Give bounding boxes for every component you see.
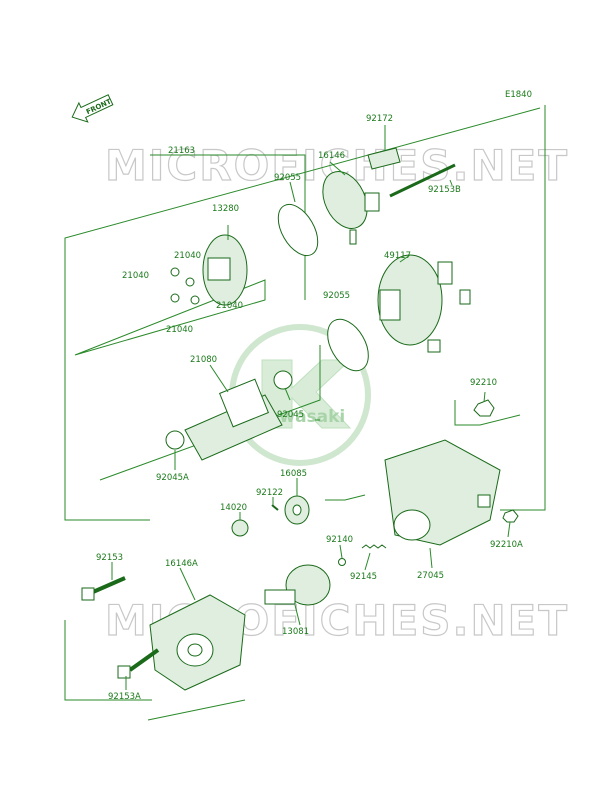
o-ring-92055-mid — [327, 318, 369, 372]
solenoid-49117 — [377, 254, 471, 353]
brush-holder-13280 — [170, 225, 248, 306]
front-arrow-icon: FRONT — [71, 94, 114, 123]
label-16146a: 16146A — [165, 559, 198, 569]
label-21080: 21080 — [190, 355, 217, 365]
end-cover-16146 — [322, 171, 380, 245]
leader-lines — [111, 125, 511, 690]
o-ring-92055-top — [277, 203, 319, 257]
front-cover-16146a — [149, 594, 246, 691]
label-49117: 49117 — [384, 251, 411, 261]
bolt-92153b — [389, 163, 456, 198]
label-92210: 92210 — [470, 378, 497, 388]
label-92153: 92153 — [96, 553, 123, 563]
label-14020: 14020 — [220, 503, 247, 513]
label-92145: 92145 — [350, 572, 377, 582]
label-16085: 16085 — [280, 469, 307, 479]
label-92140: 92140 — [326, 535, 353, 545]
nut-92210 — [473, 399, 495, 417]
frame-lines — [64, 105, 546, 721]
label-27045: 27045 — [417, 571, 444, 581]
armature-21080 — [165, 370, 293, 461]
bolt-92153 — [81, 576, 126, 601]
ball-92140 — [338, 558, 346, 566]
label-21163: 21163 — [168, 146, 195, 156]
housing-27045 — [384, 439, 501, 546]
label-13081: 13081 — [282, 627, 309, 637]
gear-16085 — [284, 495, 310, 525]
label-92045a: 92045A — [156, 473, 189, 483]
label-21040-c: 21040 — [216, 301, 243, 311]
label-92172: 92172 — [366, 114, 393, 124]
bolt-92153a — [117, 648, 160, 679]
spring-92145 — [361, 544, 387, 549]
diagram-code: E1840 — [505, 90, 532, 100]
label-21040-a: 21040 — [174, 251, 201, 261]
plate-92172 — [367, 147, 401, 170]
label-21040-b: 21040 — [122, 271, 149, 281]
label-92122: 92122 — [256, 488, 283, 498]
label-92210a: 92210A — [490, 540, 523, 550]
label-92153a: 92153A — [108, 692, 141, 702]
label-21040-d: 21040 — [166, 325, 193, 335]
clutch-14020 — [231, 519, 249, 537]
label-16146: 16146 — [318, 151, 345, 161]
nut-92210a — [502, 509, 519, 523]
pin-92122 — [271, 504, 279, 511]
label-92045: 92045 — [277, 410, 304, 420]
label-92055-top: 92055 — [274, 173, 301, 183]
label-92055-mid: 92055 — [323, 291, 350, 301]
label-92153b: 92153B — [428, 185, 461, 195]
label-13280: 13280 — [212, 204, 239, 214]
pinion-13081 — [264, 564, 331, 606]
